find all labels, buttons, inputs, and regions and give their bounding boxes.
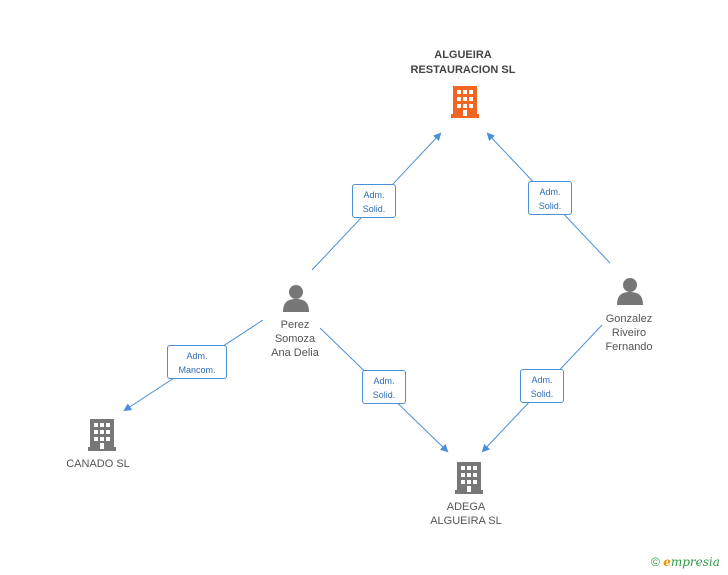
company-label-algueira[interactable]: ALGUEIRA RESTAURACION SL bbox=[410, 49, 516, 76]
building-icon-canado[interactable] bbox=[88, 419, 116, 451]
empresia-watermark: © empresia bbox=[651, 555, 720, 569]
copyright-symbol: © bbox=[651, 555, 660, 569]
brand-logo-e: e bbox=[663, 555, 671, 569]
building-icon-adega[interactable] bbox=[455, 462, 483, 494]
relation-badge-gonzalez-adega[interactable]: Adm. Solid. bbox=[520, 369, 564, 403]
person-icon-gonzalez[interactable] bbox=[617, 278, 643, 305]
brand-logo-text: mpresia bbox=[670, 555, 720, 569]
person-label-perez[interactable]: Perez Somoza Ana Delia bbox=[271, 319, 319, 359]
person-label-gonzalez[interactable]: Gonzalez Riveiro Fernando bbox=[605, 313, 653, 353]
building-icon-algueira[interactable] bbox=[451, 86, 479, 118]
company-label-canado[interactable]: CANADO SL bbox=[66, 458, 130, 470]
relation-badge-perez-algueira[interactable]: Adm. Solid. bbox=[352, 184, 396, 218]
company-label-adega[interactable]: ADEGA ALGUEIRA SL bbox=[430, 501, 502, 527]
person-icon-perez[interactable] bbox=[283, 285, 309, 312]
relation-badge-gonzalez-algueira[interactable]: Adm. Solid. bbox=[528, 181, 572, 215]
relation-badge-perez-adega[interactable]: Adm. Solid. bbox=[362, 370, 406, 404]
relation-badge-perez-canado[interactable]: Adm. Mancom. bbox=[167, 345, 227, 379]
